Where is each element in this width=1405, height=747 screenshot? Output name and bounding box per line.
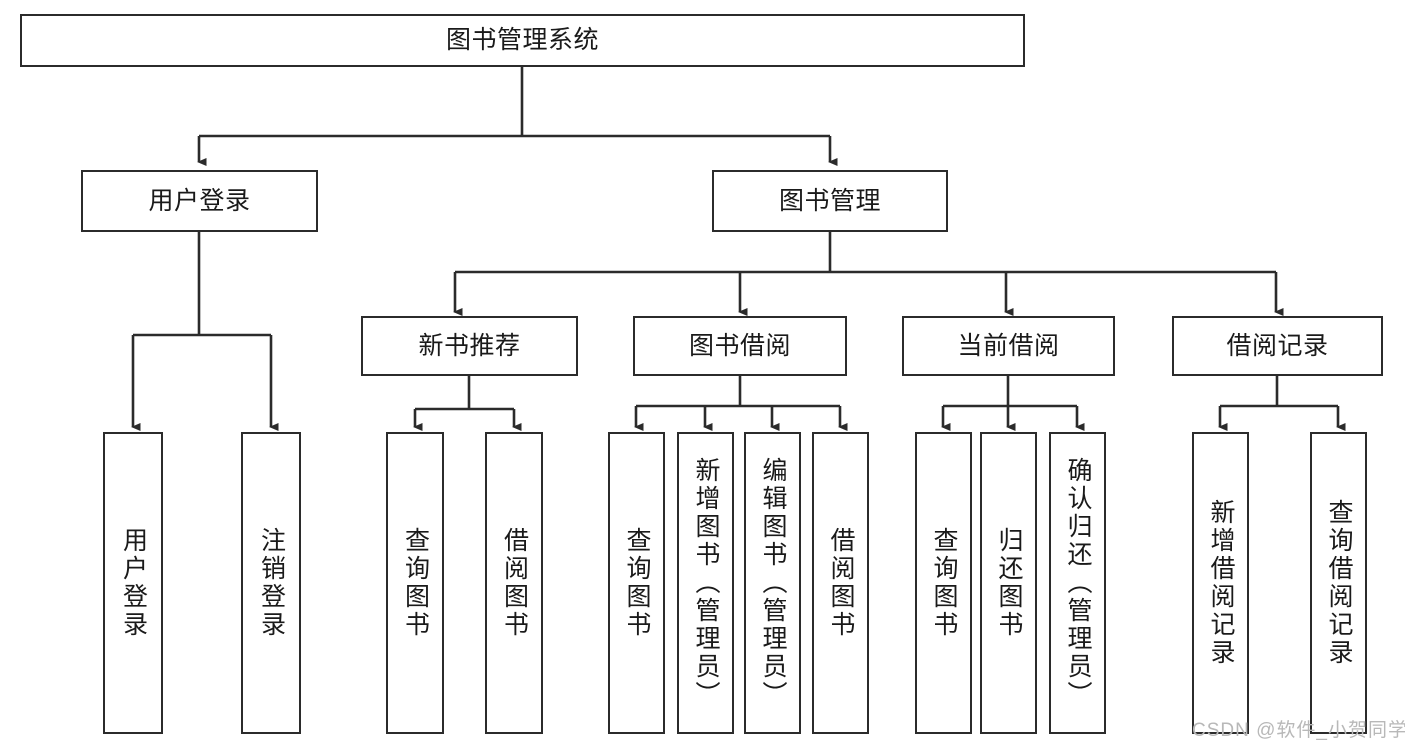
node-label: 用户登录 (148, 186, 251, 215)
node-label: 新增借阅记录 (1207, 499, 1235, 667)
node-label: 新书推荐 (418, 331, 521, 360)
node-label: 图书管理系统 (445, 26, 599, 55)
node-label: 查询图书 (930, 527, 958, 639)
node-leaf-query-borrow-record[interactable]: 查询借阅记录 (1310, 432, 1367, 734)
node-leaf-query-book-borrow[interactable]: 查询图书 (608, 432, 665, 734)
node-label: 查询借阅记录 (1325, 499, 1353, 667)
node-book-borrow[interactable]: 图书借阅 (633, 316, 847, 376)
node-leaf-user-login[interactable]: 用户登录 (103, 432, 163, 734)
node-label: 新增图书（管理员） (692, 457, 720, 709)
node-leaf-edit-book-admin[interactable]: 编辑图书（管理员） (744, 432, 801, 734)
node-new-book-recommend[interactable]: 新书推荐 (361, 316, 578, 376)
node-leaf-borrow-book-recommend[interactable]: 借阅图书 (485, 432, 543, 734)
node-root-book-management-system[interactable]: 图书管理系统 (20, 14, 1025, 67)
node-leaf-add-book-admin[interactable]: 新增图书（管理员） (677, 432, 734, 734)
watermark-text: CSDN @软件_小贺同学 (1192, 720, 1405, 741)
node-label: 用户登录 (119, 527, 148, 639)
node-label: 查询图书 (623, 527, 651, 639)
node-borrow-record[interactable]: 借阅记录 (1172, 316, 1383, 376)
node-label: 当前借阅 (957, 331, 1060, 360)
node-label: 注销登录 (257, 527, 286, 639)
node-label: 查询图书 (401, 527, 430, 639)
node-user-login[interactable]: 用户登录 (81, 170, 318, 232)
node-label: 借阅记录 (1226, 331, 1329, 360)
node-current-borrow[interactable]: 当前借阅 (902, 316, 1115, 376)
node-leaf-logout[interactable]: 注销登录 (241, 432, 301, 734)
node-label: 确认归还（管理员） (1064, 457, 1092, 709)
node-leaf-borrow-book[interactable]: 借阅图书 (812, 432, 869, 734)
node-label: 图书管理 (778, 186, 881, 215)
node-label: 借阅图书 (827, 527, 855, 639)
node-leaf-query-book-current[interactable]: 查询图书 (915, 432, 972, 734)
node-label: 编辑图书（管理员） (759, 457, 787, 709)
node-label: 图书借阅 (688, 331, 791, 360)
node-label: 归还图书 (995, 527, 1023, 639)
node-leaf-confirm-return-admin[interactable]: 确认归还（管理员） (1049, 432, 1106, 734)
node-leaf-query-book-recommend[interactable]: 查询图书 (386, 432, 444, 734)
node-leaf-return-book[interactable]: 归还图书 (980, 432, 1037, 734)
node-leaf-add-borrow-record[interactable]: 新增借阅记录 (1192, 432, 1249, 734)
node-label: 借阅图书 (500, 527, 529, 639)
node-book-management[interactable]: 图书管理 (712, 170, 948, 232)
